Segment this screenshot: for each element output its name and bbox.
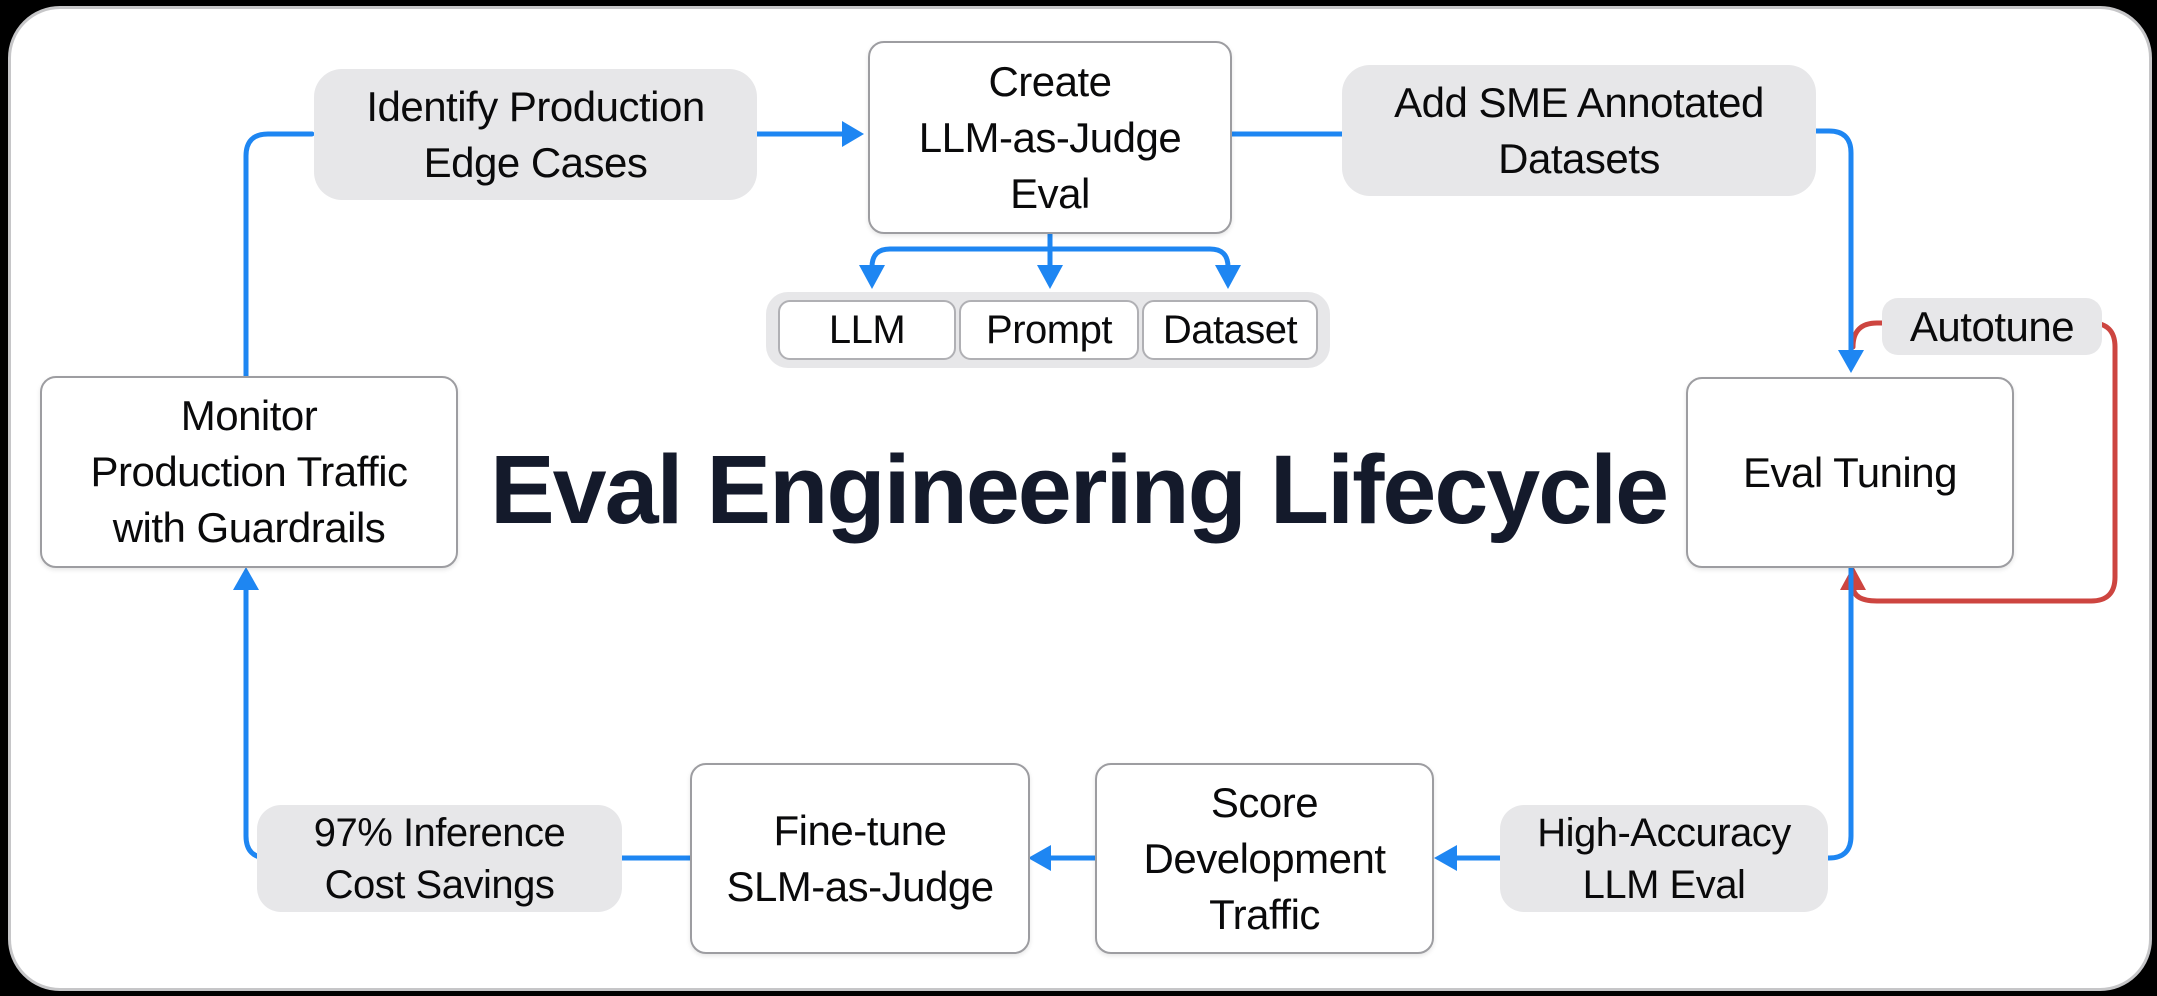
node-autotune-label: Autotune bbox=[1882, 298, 2102, 355]
arrowhead-into-llm-icon bbox=[859, 265, 885, 289]
arrowhead-into-dataset-icon bbox=[1215, 265, 1241, 289]
arrowhead-into-create-icon bbox=[842, 121, 864, 147]
node-monitor-production-traffic: Monitor Production Traffic with Guardrai… bbox=[40, 376, 458, 568]
node-eval-components-group: LLM Prompt Dataset bbox=[766, 292, 1330, 368]
node-identify-production-edge-cases: Identify Production Edge Cases bbox=[314, 69, 757, 200]
arrowhead-into-monitor-icon bbox=[233, 567, 259, 590]
node-label-line: Add SME Annotated bbox=[1394, 78, 1764, 126]
chip-dataset: Dataset bbox=[1142, 300, 1318, 360]
node-label-line: Create bbox=[988, 57, 1112, 105]
node-add-sme-annotated-datasets: Add SME Annotated Datasets bbox=[1342, 65, 1816, 196]
connector-evaltuning-to-score bbox=[1453, 561, 1854, 861]
node-label-line: LLM-as-Judge bbox=[918, 113, 1182, 161]
arrowhead-into-score-icon bbox=[1434, 845, 1457, 871]
node-label-line: High-Accuracy bbox=[1537, 810, 1791, 855]
arrowhead-into-finetune-icon bbox=[1028, 845, 1051, 871]
connector-addsme-to-evaltuning bbox=[1813, 128, 1854, 354]
node-score-development-traffic: Score Development Traffic bbox=[1095, 763, 1434, 954]
node-label-line: Development bbox=[1143, 834, 1386, 882]
connector-monitor-to-identify bbox=[243, 131, 315, 379]
node-label-line: Datasets bbox=[1498, 134, 1660, 182]
connector-create-split bbox=[869, 227, 1231, 271]
node-high-accuracy-llm-eval: High-Accuracy LLM Eval bbox=[1500, 805, 1828, 912]
node-label-line: SLM-as-Judge bbox=[726, 862, 994, 910]
node-label-line: 97% Inference bbox=[313, 810, 566, 855]
node-label-line: with Guardrails bbox=[112, 504, 386, 551]
node-label-line: Traffic bbox=[1209, 890, 1320, 938]
node-label-line: Monitor bbox=[180, 392, 318, 439]
node-label-line: LLM Eval bbox=[1582, 862, 1746, 907]
node-fine-tune-slm-as-judge: Fine-tune SLM-as-Judge bbox=[690, 763, 1030, 954]
node-label-line: Fine-tune bbox=[773, 806, 947, 854]
node-create-llm-as-judge-eval: Create LLM-as-Judge Eval bbox=[868, 41, 1232, 234]
node-label-line: Score bbox=[1210, 778, 1319, 826]
node-label-line: Eval bbox=[1010, 169, 1090, 217]
connector-autotune-loop bbox=[1850, 320, 2118, 604]
node-label-line: Identify Production bbox=[366, 82, 705, 130]
chip-llm: LLM bbox=[778, 300, 956, 360]
node-eval-tuning: Eval Tuning bbox=[1686, 377, 2014, 568]
chip-prompt: Prompt bbox=[959, 300, 1139, 360]
node-label-line: Cost Savings bbox=[324, 862, 555, 907]
node-97-inference-cost-savings: 97% Inference Cost Savings bbox=[257, 805, 622, 912]
node-label-line: Edge Cases bbox=[423, 138, 648, 186]
page-title: Eval Engineering Lifecycle bbox=[489, 435, 1669, 544]
arrowhead-into-prompt-icon bbox=[1037, 265, 1063, 289]
node-label-line: Production Traffic bbox=[90, 448, 408, 495]
arrowhead-into-evaltuning-icon bbox=[1838, 350, 1864, 373]
